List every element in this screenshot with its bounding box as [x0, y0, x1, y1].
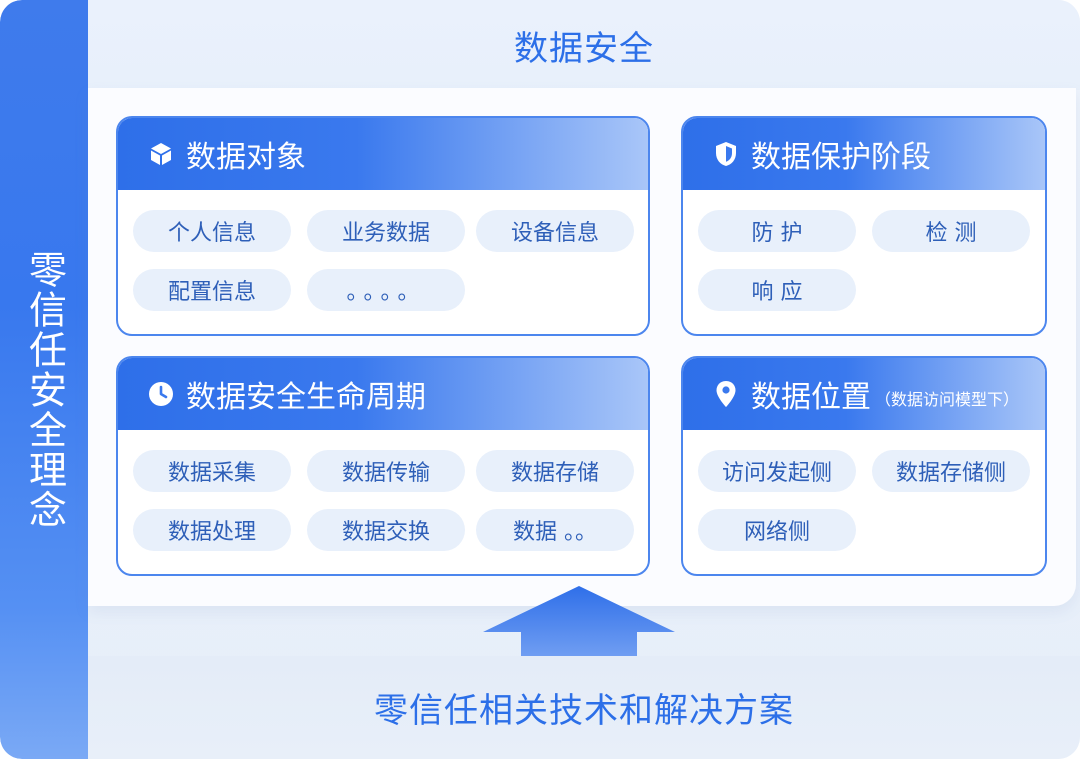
card-title-protection-stage: 数据保护阶段: [751, 140, 931, 175]
pill-item: 数据交换: [307, 509, 465, 551]
pill-item: 配置信息: [133, 269, 291, 311]
card-data-location: 数据位置 （数据访问模型下） 访问发起侧 数据存储侧 网络侧: [681, 356, 1047, 576]
pill-item: 网络侧: [698, 509, 856, 551]
pill-item: 数据传输: [307, 450, 465, 492]
footer: 零信任相关技术和解决方案: [88, 656, 1080, 759]
pill-item: 访问发起侧: [698, 450, 856, 492]
pill-item: 数据存储侧: [872, 450, 1030, 492]
card-header-data-location: 数据位置 （数据访问模型下）: [683, 358, 1045, 430]
sidebar: 零信任安全理念: [0, 0, 88, 759]
card-header-protection-stage: 数据保护阶段: [683, 118, 1045, 190]
pill-item: 数据采集: [133, 450, 291, 492]
pill-item: 检 测: [872, 210, 1030, 252]
pill-item: 数据 。。: [476, 509, 634, 551]
header-title: 数据安全: [514, 28, 654, 69]
pill-item: 。。。。: [307, 269, 465, 311]
pill-item: 业务数据: [307, 210, 465, 252]
pill-item: 防 护: [698, 210, 856, 252]
card-title-data-location: 数据位置: [751, 380, 871, 415]
pill-item: 设备信息: [476, 210, 634, 252]
cube-icon: [146, 139, 176, 169]
card-data-objects: 数据对象 个人信息 业务数据 设备信息 配置信息 。。。。: [116, 116, 650, 336]
card-title-data-objects: 数据对象: [186, 140, 306, 175]
card-lifecycle: 数据安全生命周期 数据采集 数据传输 数据存储 数据处理 数据交换 数据 。。: [116, 356, 650, 576]
pill-item: 响 应: [698, 269, 856, 311]
shield-icon: [711, 139, 741, 169]
card-header-lifecycle: 数据安全生命周期: [118, 358, 648, 430]
pill-item: 数据处理: [133, 509, 291, 551]
card-title-lifecycle: 数据安全生命周期: [186, 380, 426, 415]
card-protection-stage: 数据保护阶段 防 护 检 测 响 应: [681, 116, 1047, 336]
pill-item: 个人信息: [133, 210, 291, 252]
location-pin-icon: [711, 379, 741, 409]
footer-title: 零信任相关技术和解决方案: [374, 691, 794, 731]
up-arrow-icon: [483, 586, 675, 672]
clock-icon: [146, 379, 176, 409]
header: 数据安全: [88, 0, 1080, 90]
pill-item: 数据存储: [476, 450, 634, 492]
card-subtitle-data-location: （数据访问模型下）: [875, 390, 1020, 409]
sidebar-title: 零信任安全理念: [22, 249, 67, 530]
main-panel: 数据对象 个人信息 业务数据 设备信息 配置信息 。。。。 数据保护阶段 防 护…: [88, 88, 1076, 606]
card-header-data-objects: 数据对象: [118, 118, 648, 190]
